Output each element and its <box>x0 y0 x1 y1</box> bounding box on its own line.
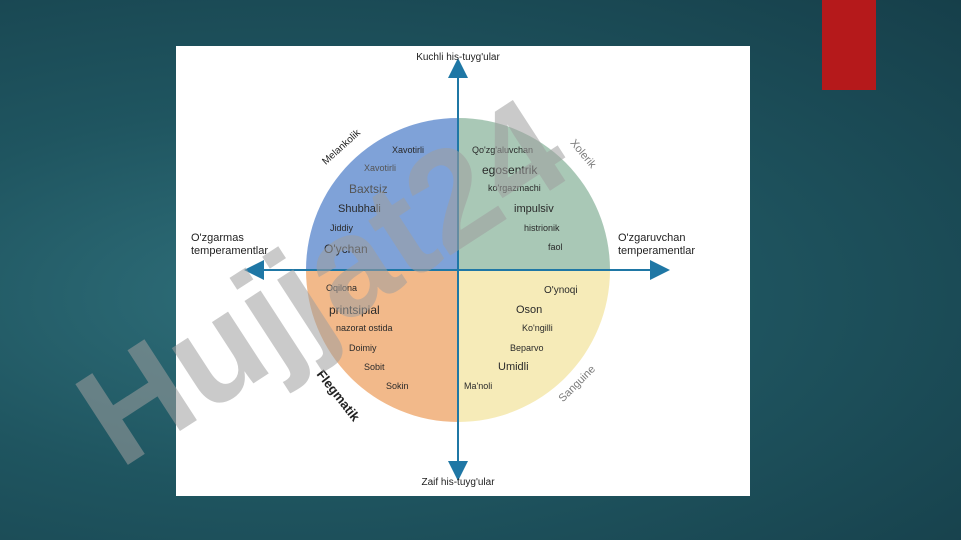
trait: Sobit <box>364 362 385 372</box>
trait: Doimiy <box>349 343 377 353</box>
axis-right-label: O'zgaruvchan temperamentlar <box>618 232 695 258</box>
trait: Ma'noli <box>464 381 493 391</box>
trait: Umidli <box>498 361 529 373</box>
temperament-diagram: Kuchli his-tuyg'ular Zaif his-tuyg'ular … <box>176 46 750 496</box>
trait: Oqilona <box>326 283 358 293</box>
trait: Oson <box>516 304 543 316</box>
axis-right-line-1: O'zgaruvchan <box>618 232 686 244</box>
trait: O'ychan <box>324 242 368 256</box>
trait: Beparvo <box>510 343 544 353</box>
trait: Shubhali <box>338 203 381 215</box>
trait: Jiddiy <box>330 223 354 233</box>
trait: nazorat ostida <box>336 323 393 333</box>
trait: egosentrik <box>482 163 538 177</box>
quadrant-choleric <box>458 118 610 270</box>
accent-bar <box>822 0 876 90</box>
axis-right-line-2: temperamentlar <box>618 245 696 257</box>
trait: faol <box>548 242 563 252</box>
trait: Ko'ngilli <box>522 323 553 333</box>
trait: ko'rgazmachi <box>488 183 541 193</box>
trait: Qo'zg'aluvchan <box>472 145 533 155</box>
trait: histrionik <box>524 223 560 233</box>
axis-left-line-2: temperamentlar <box>191 245 269 257</box>
trait: impulsiv <box>514 203 554 215</box>
axis-top-label: Kuchli his-tuyg'ular <box>416 52 500 63</box>
trait: Xavotirli <box>364 163 397 173</box>
axis-left-line-1: O'zgarmas <box>191 232 244 244</box>
trait: O'ynoqi <box>544 285 578 296</box>
trait: printsipial <box>329 303 380 317</box>
trait: Xavotirli <box>392 145 425 155</box>
trait: Baxtsiz <box>349 182 388 196</box>
diagram-graphic <box>244 58 670 481</box>
trait: Sokin <box>386 381 409 391</box>
axis-left-label: O'zgarmas temperamentlar <box>191 232 268 258</box>
axis-bottom-label: Zaif his-tuyg'ular <box>421 477 495 488</box>
